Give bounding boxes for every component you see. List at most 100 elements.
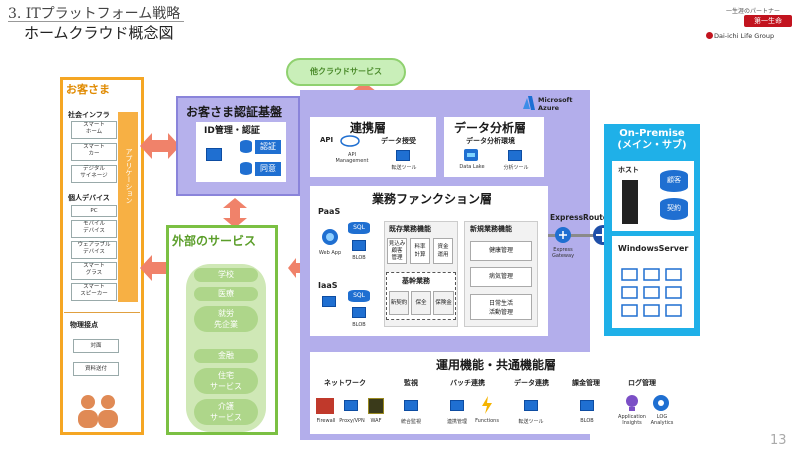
- title-underline: [8, 21, 184, 22]
- existing-functions-title: 既存業務機能: [389, 225, 431, 233]
- group-label-personal-devices: 個人デバイス: [68, 194, 110, 202]
- paas-label: PaaS: [318, 207, 341, 216]
- business-function-title: 業務ファンクション層: [372, 192, 493, 206]
- app-insights-icon: [626, 395, 638, 411]
- web-app-label: Web App: [318, 250, 342, 256]
- monitoring-icon: [404, 400, 418, 411]
- external-service-finance: 金融: [194, 349, 258, 363]
- monitor-icon: [206, 148, 222, 161]
- device-pc: PC: [71, 205, 117, 217]
- gateway-icon: [555, 227, 571, 243]
- data-lake-icon: [464, 149, 478, 161]
- external-service-care: 介護 サービス: [194, 399, 258, 425]
- page-number: 13: [770, 433, 787, 448]
- physical-contact-label: 物理接点: [70, 321, 98, 329]
- host-customer-db: 顧客: [660, 170, 688, 192]
- operations-title: 運用機能・共通機能層: [436, 358, 557, 372]
- batch-mgmt-icon: [450, 400, 464, 411]
- ops-network-label: ネットワーク: [324, 379, 366, 387]
- auth-external-arrow-icon: [223, 198, 247, 228]
- on-premise-title: On-Premise (メイン・サブ): [617, 128, 687, 151]
- express-route-line: [548, 234, 616, 237]
- contact-face-to-face: 対面: [73, 339, 119, 353]
- contact-document-delivery: 資料送付: [73, 362, 119, 376]
- brand-logo-icon: [706, 32, 713, 39]
- new-illness-mgmt: 病気管理: [470, 267, 532, 287]
- slide-subtitle: ホームクラウド概念図: [24, 24, 174, 42]
- functions-label: Functions: [475, 418, 499, 424]
- api-management-label: API Management: [335, 152, 369, 164]
- group-label-social-infra: 社会インフラ: [68, 111, 110, 119]
- monitor-grid-icon: [621, 268, 682, 317]
- api-label: API: [320, 136, 334, 144]
- core-maintenance: 保全: [411, 291, 431, 315]
- other-cloud-label: 他クラウドサービス: [310, 67, 382, 76]
- iaas-blob-label: BLOB: [352, 322, 366, 328]
- id-management-title: ID管理・認証: [204, 126, 260, 136]
- web-app-icon: [322, 229, 338, 245]
- core-new-contract: 新契約: [389, 291, 409, 315]
- data-lake-label: Data Lake: [459, 164, 485, 170]
- proxy-vpn-icon: [344, 400, 358, 411]
- brand-tagline: 一生涯のパートナー: [726, 8, 781, 15]
- functions-icon: [482, 396, 492, 414]
- transfer-tool-icon: [396, 150, 410, 161]
- people-icon: [78, 395, 118, 428]
- iaas-sql-icon: SQL: [348, 290, 370, 302]
- customers-title: お客さま: [66, 83, 110, 96]
- log-analytics-icon: [653, 395, 669, 411]
- customer-auth-arrow-icon: [140, 133, 180, 159]
- existing-rate-calc: 料率 計算: [410, 238, 430, 264]
- ops-data-link-label: データ連携: [514, 379, 549, 387]
- brand-name: Dai-ichi Life Group: [714, 32, 775, 40]
- gateway-label: Express Gateway: [551, 247, 575, 259]
- integration-title: 連携層: [350, 121, 387, 135]
- existing-fund-mgmt: 資金 運用: [433, 238, 453, 264]
- device-smart-home: スマート ホーム: [71, 121, 117, 139]
- device-smart-speaker: スマート スピーカー: [71, 283, 117, 301]
- ops-log-label: ログ管理: [628, 379, 656, 387]
- log-analytics-label: LOG Analytics: [650, 414, 674, 426]
- express-route-label: ExpressRoute: [550, 213, 608, 222]
- section-title: 3. ITプラットフォーム戦略: [8, 6, 181, 22]
- app-insights-label: Application Insights: [618, 414, 646, 426]
- paas-sql-icon: SQL: [348, 222, 370, 234]
- waf-icon: [368, 398, 384, 414]
- device-smart-glass: スマート グラス: [71, 262, 117, 280]
- server-rack-icon: [622, 180, 638, 224]
- analysis-tool-icon: [508, 150, 522, 161]
- iaas-blob-icon: [352, 307, 366, 318]
- paas-blob-label: BLOB: [352, 255, 366, 261]
- physical-divider: [64, 312, 140, 313]
- operations-layer: [310, 352, 700, 434]
- iaas-label: IaaS: [318, 281, 338, 290]
- consent-item: 同意: [255, 162, 281, 176]
- transfer-tool-label: 転送ツール: [391, 165, 417, 171]
- auth-item: 認証: [255, 140, 281, 154]
- integration-layer: [310, 117, 436, 177]
- billing-blob-label: BLOB: [580, 418, 594, 424]
- paas-blob-icon: [352, 240, 366, 251]
- external-service-school: 学校: [194, 268, 258, 282]
- ops-monitoring-label: 監視: [404, 379, 418, 387]
- monitoring-tool-label: 統合監視: [400, 419, 421, 425]
- analysis-tool-label: 分析ツール: [503, 165, 529, 171]
- ops-batch-label: バッチ連携: [450, 379, 485, 387]
- database-icon: [240, 140, 252, 153]
- batch-mgmt-label: 連携管理: [446, 419, 467, 425]
- firewall-icon: [316, 398, 334, 414]
- data-exchange-label: データ授受: [381, 137, 416, 145]
- server-monitors-grid: [620, 266, 684, 322]
- api-cloud-icon: [340, 135, 360, 147]
- azure-label: Microsoft Azure: [538, 96, 573, 112]
- data-transfer-icon: [524, 400, 538, 411]
- brand-badge: 第一生命: [744, 15, 792, 27]
- analytics-title: データ分析層: [454, 121, 527, 135]
- application-band: [118, 112, 138, 302]
- device-digital-signage: デジタル サイネージ: [71, 165, 117, 183]
- customer-auth-title: お客さま認証基盤: [186, 105, 283, 119]
- other-cloud-services: [286, 58, 406, 86]
- external-service-employer: 就労 先企業: [194, 306, 258, 332]
- data-transfer-label: 転送ツール: [518, 419, 544, 425]
- device-mobile: モバイル デバイス: [71, 220, 117, 238]
